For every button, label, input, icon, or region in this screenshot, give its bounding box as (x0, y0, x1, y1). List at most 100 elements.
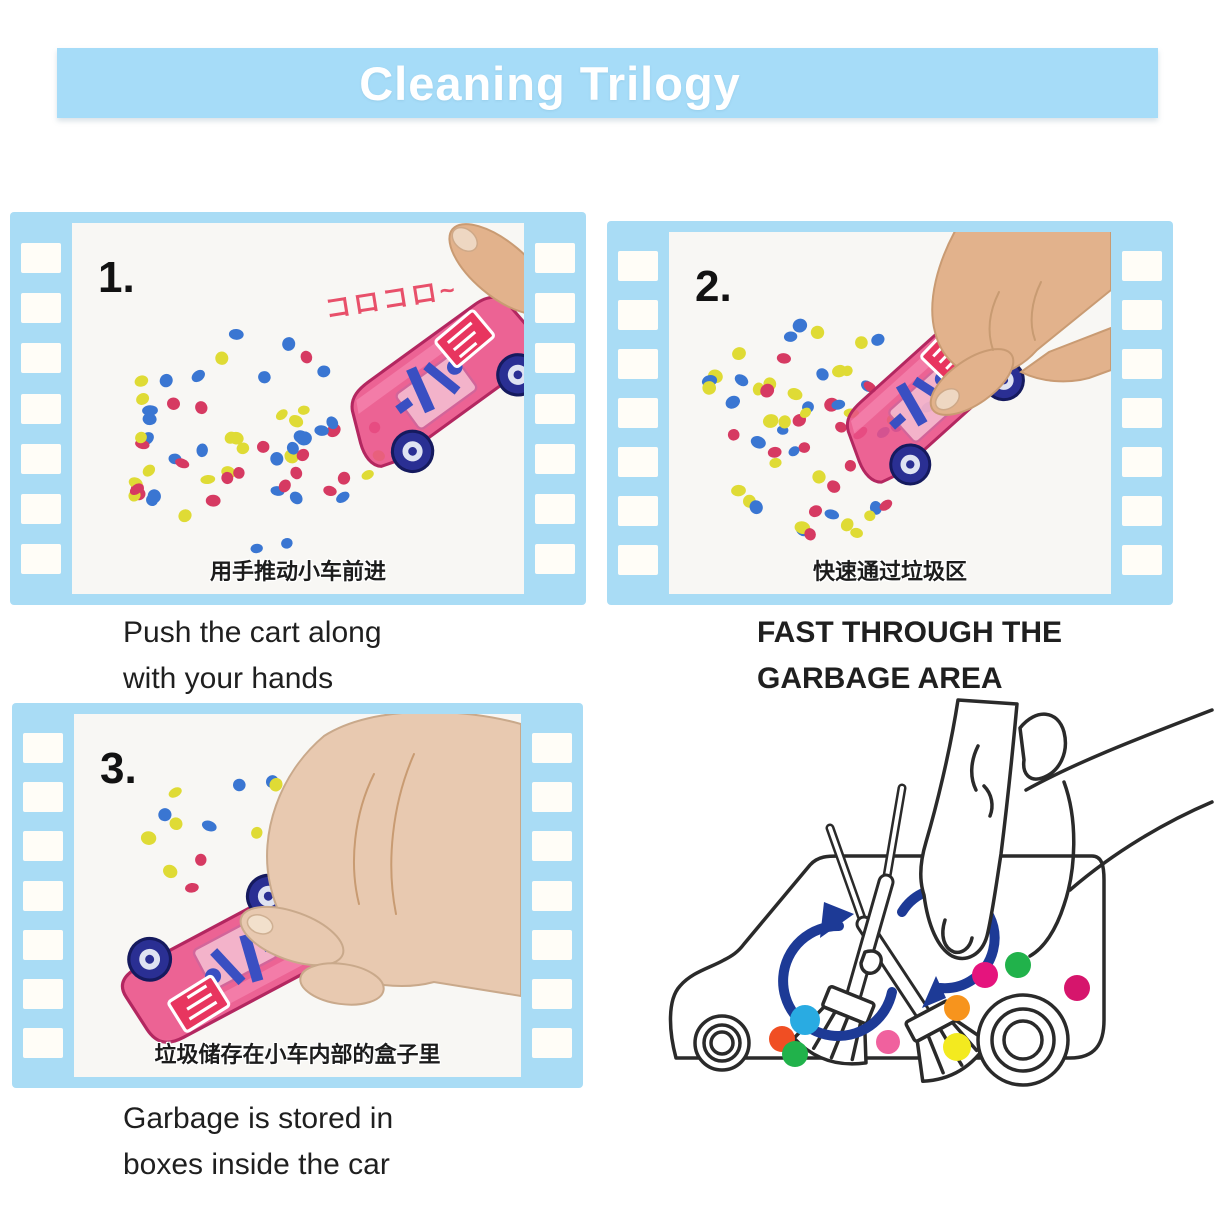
confetti-dot (191, 369, 205, 383)
film-sprocket-hole (532, 929, 572, 960)
caption-english-step-2: FAST THROUGH THE GARBAGE AREA (757, 610, 1062, 702)
film-frame-step-3: 3. 垃圾储存在小车内部的盒子里 (12, 703, 583, 1088)
confetti-dot (233, 778, 246, 792)
confetti-dot (158, 808, 172, 822)
confetti-dot (293, 430, 308, 444)
confetti-dot (168, 787, 182, 798)
confetti-dot (337, 471, 351, 485)
confetti-dot (147, 489, 161, 504)
confetti-dot (282, 337, 296, 351)
confetti-dot (275, 409, 288, 421)
car-wheel-front (693, 1014, 751, 1072)
confetti-dot (201, 820, 217, 832)
confetti-dot (224, 431, 237, 444)
confetti-dot (792, 318, 808, 333)
film-strip-right (521, 714, 583, 1077)
confetti-dot (278, 479, 291, 493)
confetti-dot (778, 415, 791, 429)
confetti-dot (702, 381, 717, 395)
confetti-dot (281, 537, 293, 549)
confetti-dot (798, 442, 811, 453)
confetti-dot (855, 336, 868, 349)
caption-chinese: 用手推动小车前进 (209, 559, 386, 584)
confetti-dot (760, 383, 775, 398)
confetti-dot (195, 853, 207, 866)
confetti-dot (824, 509, 840, 520)
film-sprocket-hole (532, 733, 572, 764)
film-sprocket-hole (1122, 545, 1162, 575)
confetti-dot (812, 470, 826, 484)
film-sprocket-hole (535, 393, 575, 424)
confetti-dot (871, 333, 885, 346)
caption-english-step-1: Push the cart along with your hands (123, 610, 382, 702)
confetti-dot (175, 458, 190, 469)
confetti-dot (816, 368, 829, 381)
confetti-dot (326, 416, 339, 430)
confetti-dot (804, 528, 816, 541)
photo-scene-2 (669, 232, 1111, 594)
film-sprocket-hole (23, 880, 63, 911)
photo-scene-3 (74, 714, 521, 1077)
film-sprocket-hole (1122, 398, 1162, 428)
confetti-dot (314, 425, 329, 436)
confetti-dot (289, 415, 304, 428)
confetti-dot (317, 365, 331, 378)
film-sprocket-hole (535, 543, 575, 574)
film-sprocket-hole (21, 393, 61, 424)
photo-scene-1 (72, 223, 524, 594)
film-sprocket-hole (618, 398, 658, 428)
film-sprocket-hole (21, 543, 61, 574)
confetti-dot (732, 347, 746, 361)
confetti-dot (731, 484, 746, 497)
film-sprocket-hole (535, 343, 575, 374)
photo-step-1: 1. コロコロ~ 用手推动小车前进 (72, 223, 524, 594)
confetti-dot (195, 401, 208, 415)
caption-line: with your hands (123, 662, 334, 695)
film-sprocket-hole (535, 243, 575, 274)
film-sprocket-hole (618, 496, 658, 526)
caption-chinese: 垃圾储存在小车内部的盒子里 (154, 1042, 441, 1067)
caption-line: boxes inside the car (123, 1148, 390, 1181)
pointing-hand (919, 698, 1214, 961)
confetti-dot (769, 457, 782, 468)
film-sprocket-hole (1122, 300, 1162, 330)
photo-step-3: 3. 垃圾储存在小车内部的盒子里 (74, 714, 521, 1077)
hand (929, 232, 1111, 416)
caption-chinese: 快速通过垃圾区 (812, 559, 967, 584)
confetti-dot (233, 467, 245, 479)
confetti-dot (850, 527, 863, 538)
confetti-dot (167, 397, 180, 410)
title-banner: Cleaning Trilogy (57, 48, 1158, 118)
confetti-dot (799, 407, 812, 419)
film-sprocket-hole (1122, 251, 1162, 281)
confetti-dot (185, 882, 199, 893)
step-number: 2. (695, 262, 732, 311)
step-number: 1. (98, 253, 135, 302)
film-sprocket-hole (618, 545, 658, 575)
confetti-dot (831, 399, 846, 410)
confetti-dot (221, 471, 234, 485)
confetti-dot (290, 466, 303, 480)
confetti-dot (134, 375, 149, 387)
garbage-dot (1064, 975, 1090, 1001)
car-wheel-rear (976, 993, 1070, 1087)
car-sweeping-illustration (668, 698, 1214, 1087)
confetti-dot (269, 777, 283, 792)
film-sprocket-hole (21, 493, 61, 524)
confetti-dot (286, 441, 299, 455)
photo-step-2: 2. 快速通过垃圾区 (669, 232, 1111, 594)
garbage-dot (782, 1041, 808, 1067)
film-frame-step-2: 2. 快速通过垃圾区 (607, 221, 1173, 605)
film-sprocket-hole (23, 1027, 63, 1058)
confetti-dot (289, 491, 303, 505)
confetti-dot (810, 325, 825, 340)
film-sprocket-hole (1122, 496, 1162, 526)
confetti-dot (783, 331, 798, 342)
confetti-dot (864, 510, 876, 522)
confetti-dot (787, 388, 803, 401)
caption-line: FAST THROUGH THE (757, 616, 1062, 649)
confetti-dot (142, 464, 156, 477)
confetti-dot (296, 448, 310, 462)
garbage-dot (790, 1005, 820, 1035)
confetti-dot (142, 413, 157, 426)
